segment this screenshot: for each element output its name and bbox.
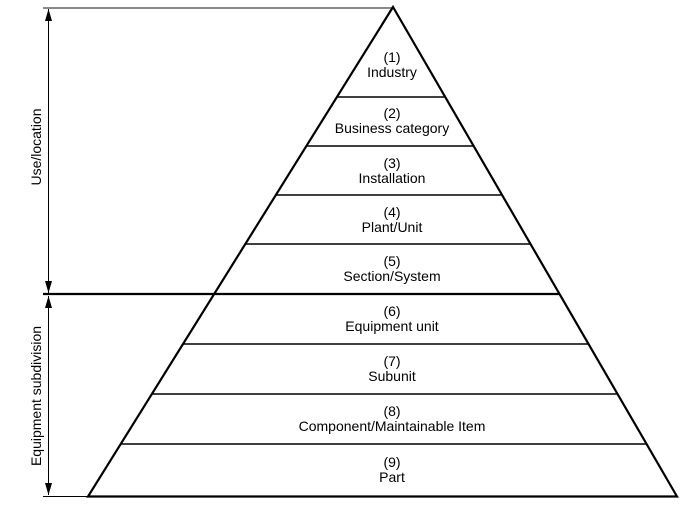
pyramid-level-8: (8) Component/Maintainable Item [242, 404, 542, 434]
level-number: (7) [383, 353, 401, 369]
axis-label-equipment-subdivision: Equipment subdivision [28, 325, 44, 467]
pyramid-outline [86, 4, 679, 498]
pyramid-level-5: (5) Section/System [242, 254, 542, 284]
pyramid-level-6: (6) Equipment unit [242, 304, 542, 334]
pyramid-level-1: (1) Industry [242, 50, 542, 80]
level-label-text: Section/System [343, 268, 441, 284]
level-number: (9) [383, 454, 401, 470]
arrowhead-down-icon [45, 281, 52, 293]
arrowhead-up-icon [45, 296, 52, 308]
level-label-text: Component/Maintainable Item [298, 418, 486, 434]
level-label-text: Subunit [368, 368, 416, 384]
level-label-text: Part [379, 469, 405, 485]
level-label-text: Business category [334, 120, 450, 136]
level-number: (2) [383, 105, 401, 121]
arrowhead-up-icon [45, 9, 52, 21]
level-label-text: Plant/Unit [361, 219, 423, 235]
level-number: (1) [383, 49, 401, 65]
level-label-text: Equipment unit [345, 318, 439, 334]
level-number: (8) [383, 403, 401, 419]
pyramid-level-3: (3) Installation [242, 156, 542, 186]
level-label-text: Industry [367, 64, 417, 80]
level-number: (3) [383, 155, 401, 171]
arrowhead-down-icon [45, 483, 52, 495]
pyramid-level-2: (2) Business category [242, 106, 542, 136]
level-number: (4) [383, 204, 401, 220]
pyramid-level-7: (7) Subunit [242, 354, 542, 384]
level-number: (5) [383, 253, 401, 269]
pyramid-level-4: (4) Plant/Unit [242, 205, 542, 235]
pyramid-level-9: (9) Part [242, 455, 542, 485]
axis-label-use-location: Use/location [28, 108, 44, 186]
level-number: (6) [383, 303, 401, 319]
level-label-text: Installation [358, 170, 426, 186]
